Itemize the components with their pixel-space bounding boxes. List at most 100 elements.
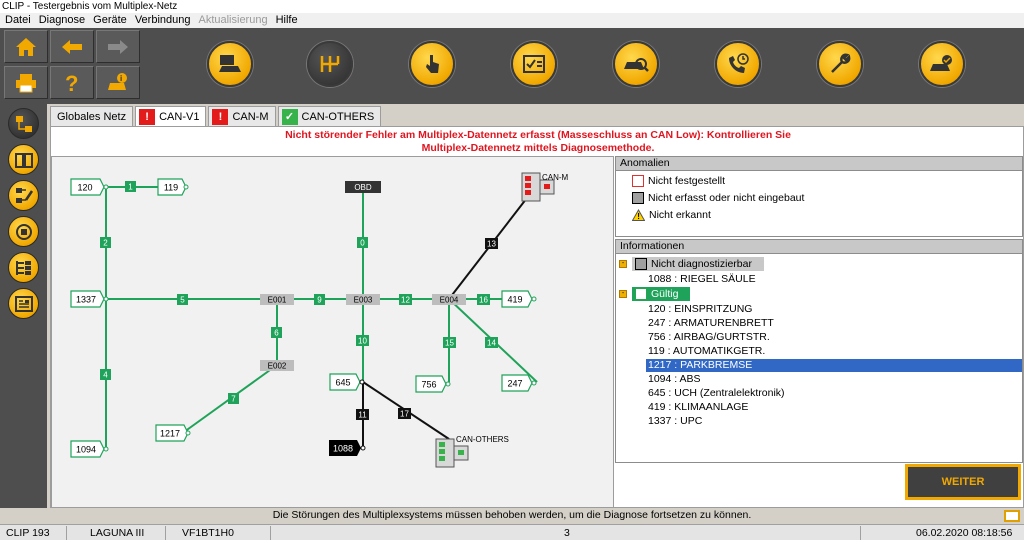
gateway-can-others[interactable]: CAN-OTHERS xyxy=(435,435,509,468)
group-label: Nicht diagnostizierbar xyxy=(632,257,764,271)
svg-text:CAN-M: CAN-M xyxy=(542,173,569,182)
side-tree-button[interactable] xyxy=(8,252,39,283)
junction-e001[interactable]: E001 xyxy=(260,294,294,305)
help-button[interactable]: ? xyxy=(50,66,94,99)
menu-datei[interactable]: Datei xyxy=(5,14,31,26)
warning-line-1: Nicht störender Fehler am Multiplex-Date… xyxy=(285,129,791,141)
group-valid[interactable]: - Gültig xyxy=(619,287,691,301)
side-report-button[interactable] xyxy=(8,288,39,319)
vehicle-info-icon: i xyxy=(108,72,127,90)
home-button[interactable] xyxy=(4,30,48,63)
print-button[interactable] xyxy=(4,66,48,99)
svg-text:E002: E002 xyxy=(268,362,287,371)
camera-icon[interactable] xyxy=(1004,510,1020,522)
information-panel: - Nicht diagnostizierbar 1088 : RIEGEL S… xyxy=(615,254,1023,463)
side-refresh-button[interactable] xyxy=(8,216,39,247)
obd-connector[interactable]: OBD xyxy=(345,181,381,193)
forward-button[interactable] xyxy=(96,30,140,63)
info-item[interactable]: 1088 : RIEGEL SÄULE xyxy=(648,273,756,285)
info-item-selected[interactable]: 1217 : PARKBREMSE xyxy=(646,359,1022,372)
svg-text:17: 17 xyxy=(400,410,409,419)
status-datetime: 06.02.2020 08:18:56 xyxy=(916,527,1013,539)
menu-verbindung[interactable]: Verbindung xyxy=(134,14,191,26)
ecu-120[interactable]: 120 xyxy=(70,178,109,196)
side-network-button[interactable] xyxy=(8,108,39,139)
junction-e004[interactable]: E004 xyxy=(432,294,466,305)
ecu-119[interactable]: 119 xyxy=(157,178,189,196)
junction-e003[interactable]: E003 xyxy=(346,294,380,305)
back-button[interactable] xyxy=(50,30,94,63)
vehicle-identification-button[interactable] xyxy=(207,41,253,87)
ecu-756[interactable]: 756 xyxy=(415,375,451,393)
info-item[interactable]: 756 : AIRBAG/GURTSTR. xyxy=(648,331,770,343)
status-vehicle: LAGUNA III xyxy=(90,527,145,539)
ecu-247[interactable]: 247 xyxy=(501,374,537,392)
manual-test-button[interactable] xyxy=(409,41,455,87)
grey-square-icon xyxy=(632,192,644,204)
tab-label: CAN-V1 xyxy=(159,111,200,123)
side-manual-button[interactable] xyxy=(8,144,39,175)
ecu-1094[interactable]: 1094 xyxy=(70,440,109,458)
svg-text:120: 120 xyxy=(77,183,92,193)
tab-globales-netz[interactable]: Globales Netz xyxy=(50,106,134,126)
content-panel: Nicht störender Fehler am Multiplex-Date… xyxy=(50,126,1024,508)
tab-can-m[interactable]: ! CAN-M xyxy=(208,106,276,126)
svg-text:1217: 1217 xyxy=(160,429,180,439)
info-item[interactable]: 645 : UCH (Zentralelektronik) xyxy=(648,387,785,399)
vehicle-ok-button[interactable] xyxy=(919,41,965,87)
vehicle-diagnosis-button[interactable] xyxy=(613,41,659,87)
svg-text:247: 247 xyxy=(507,379,522,389)
menu-diagnose[interactable]: Diagnose xyxy=(38,14,86,26)
warning-message: Nicht störender Fehler am Multiplex-Date… xyxy=(51,129,1024,155)
segment-label-4: 4 xyxy=(100,369,111,380)
tab-bar: Globales Netz ! CAN-V1 ! CAN-M ✓ CAN-OTH… xyxy=(50,106,383,127)
service-call-button[interactable] xyxy=(715,41,761,87)
collapse-icon[interactable]: - xyxy=(619,260,627,268)
segment-label-2: 2 xyxy=(100,237,111,248)
svg-text:!: ! xyxy=(637,212,640,221)
info-item[interactable]: 120 : EINSPRITZUNG xyxy=(648,303,753,315)
anomaly-label: Nicht erkannt xyxy=(649,209,711,221)
menu-hilfe[interactable]: Hilfe xyxy=(275,14,298,26)
segment-label-13: 13 xyxy=(485,238,498,249)
info-item[interactable]: 247 : ARMATURENBRETT xyxy=(648,317,774,329)
gateway-can-m[interactable]: CAN-M xyxy=(521,172,569,202)
group-label-text: Gültig xyxy=(651,288,679,300)
arrow-left-icon xyxy=(62,39,82,54)
weiter-button[interactable]: WEITER xyxy=(905,464,1021,500)
tab-can-v1[interactable]: ! CAN-V1 xyxy=(135,106,207,127)
info-item[interactable]: 1094 : ABS xyxy=(648,373,701,385)
svg-text:E004: E004 xyxy=(440,296,459,305)
info-item[interactable]: 119 : AUTOMATIKGETR. xyxy=(648,345,766,357)
segment-label-9: 9 xyxy=(314,294,325,305)
ecu-645[interactable]: 645 xyxy=(329,373,365,391)
info-item[interactable]: 1337 : UPC xyxy=(648,415,703,427)
tools-button[interactable] xyxy=(817,41,863,87)
group-not-diagnosable[interactable]: - Nicht diagnostizierbar xyxy=(619,257,764,271)
checklist-button[interactable] xyxy=(511,41,557,87)
report-icon xyxy=(14,295,33,312)
junction-e002[interactable]: E002 xyxy=(260,360,294,371)
svg-text:E001: E001 xyxy=(268,296,287,305)
ecu-1337[interactable]: 1337 xyxy=(70,290,109,308)
check-icon: ✓ xyxy=(281,108,298,125)
ecu-1088[interactable]: 1088 xyxy=(329,440,366,456)
svg-text:1094: 1094 xyxy=(76,445,96,455)
svg-text:11: 11 xyxy=(358,411,367,420)
ecu-1217[interactable]: 1217 xyxy=(155,424,191,442)
svg-text:1337: 1337 xyxy=(76,295,96,305)
refresh-network-icon xyxy=(15,223,32,240)
side-edit-network-button[interactable] xyxy=(8,180,39,211)
ecu-419[interactable]: 419 xyxy=(501,290,537,308)
car-screen-icon xyxy=(219,55,241,72)
menu-geraete[interactable]: Geräte xyxy=(93,14,127,26)
network-diagram-canvas: .bus { stroke:#1fa35a; stroke-width:2; f… xyxy=(70,172,569,468)
info-item[interactable]: 419 : KLIMAANLAGE xyxy=(648,401,749,413)
home-icon xyxy=(16,37,36,56)
vehicle-info-button[interactable]: i xyxy=(96,66,140,99)
status-page: 3 xyxy=(564,527,570,539)
tab-can-others[interactable]: ✓ CAN-OTHERS xyxy=(277,106,382,126)
collapse-icon[interactable]: - xyxy=(619,290,627,298)
gearbox-button[interactable] xyxy=(307,41,353,87)
svg-text:5: 5 xyxy=(180,296,185,305)
